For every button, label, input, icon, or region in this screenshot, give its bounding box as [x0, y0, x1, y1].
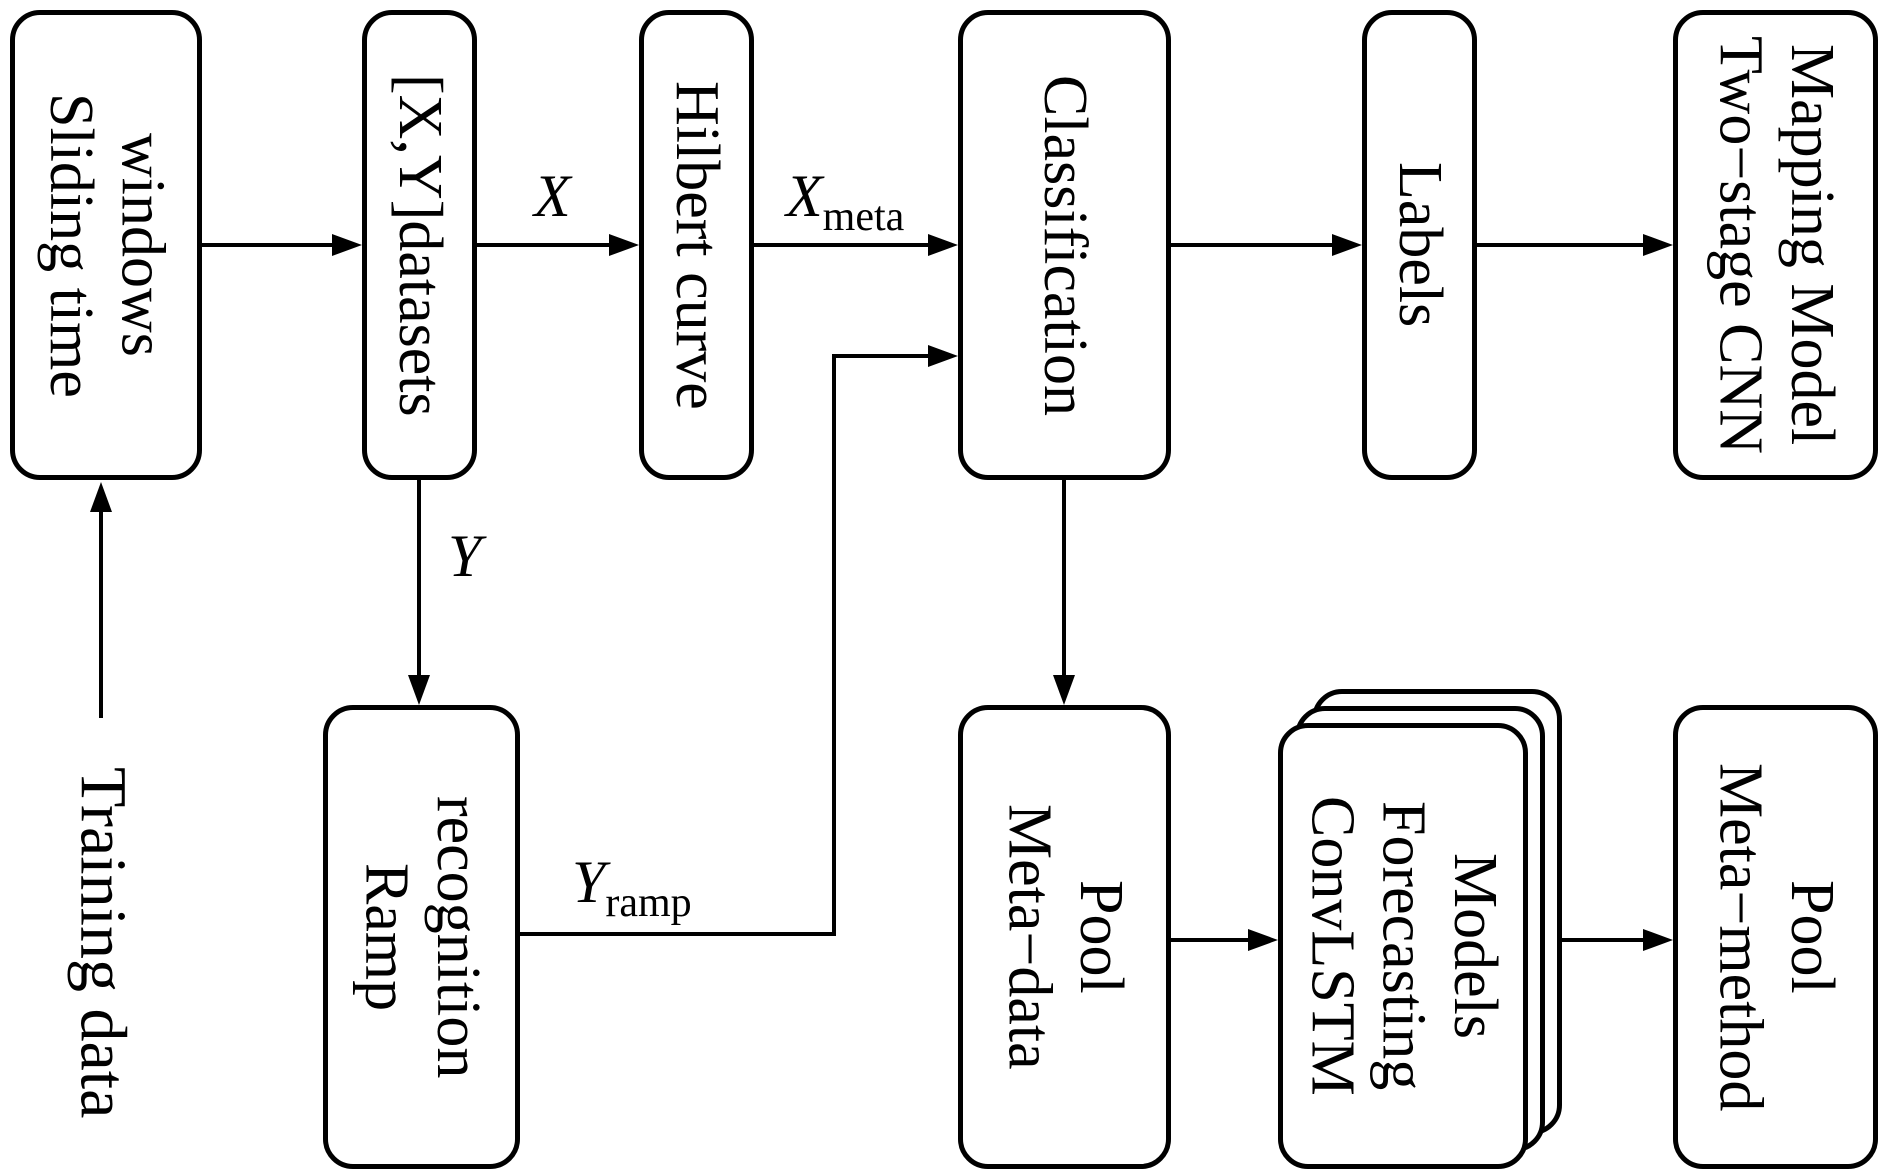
box-ramp-recognition: Ramp recognition	[323, 705, 520, 1169]
arrow-labels-to-cnn-line	[1476, 243, 1645, 247]
arrow-convlstm-to-metamethod-head	[1643, 929, 1673, 951]
box-xy-datasets-label: [X,Y]datasets	[386, 73, 455, 417]
edge-label-y-ramp-sub: ramp	[605, 880, 692, 926]
box-labels-label: Labels	[1386, 162, 1455, 328]
arrow-ramp-to-classification-hsegment	[518, 932, 836, 936]
edge-label-y-ramp-base: Y	[572, 849, 606, 915]
edge-label-x-text: X	[534, 163, 571, 229]
arrow-ramp-to-classification-top-segment	[832, 354, 930, 358]
edge-label-y: Y	[448, 522, 481, 591]
edge-label-x-meta: Xmeta	[786, 162, 904, 241]
arrow-hilbert-to-classification-line	[753, 243, 930, 247]
edge-label-y-ramp: Yramp	[572, 848, 692, 927]
box-hilbert-curve-label: Hilbert curve	[663, 80, 732, 410]
edge-label-x: X	[534, 162, 571, 231]
arrow-datasets-to-ramp-head	[408, 675, 430, 705]
box-sliding-time-windows: Sliding time windows	[10, 10, 202, 480]
arrow-datasets-to-hilbert-head	[609, 234, 639, 256]
arrow-ramp-to-classification-head	[928, 345, 958, 367]
arrow-training-to-sliding-line	[99, 508, 103, 718]
arrow-metadata-to-convlstm-head	[1248, 929, 1278, 951]
arrow-sliding-to-datasets-head	[332, 234, 362, 256]
arrow-datasets-to-hilbert-line	[476, 243, 611, 247]
arrow-classification-to-labels-head	[1332, 234, 1362, 256]
box-meta-data-pool-label: Meta−data Pool	[995, 804, 1135, 1070]
arrow-ramp-to-classification-riser	[832, 354, 836, 936]
edge-label-training-data-text: Training data	[66, 766, 140, 1119]
box-two-stage-cnn-mapping-model-label: Two−stage CNN Mapping Model	[1706, 35, 1846, 455]
arrow-classification-to-metadata-line	[1062, 480, 1066, 677]
box-ramp-recognition-label: Ramp recognition	[352, 795, 492, 1079]
arrow-metadata-to-convlstm-line	[1170, 938, 1250, 942]
arrow-hilbert-to-classification-head	[928, 234, 958, 256]
arrow-sliding-to-datasets-line	[201, 243, 334, 247]
edge-label-training-data: Training data	[20, 715, 185, 1170]
box-two-stage-cnn-mapping-model: Two−stage CNN Mapping Model	[1673, 10, 1878, 480]
box-xy-datasets: [X,Y]datasets	[362, 10, 477, 480]
box-convlstm-forecasting-models-label: ConvLSTM Forecasting Models	[1298, 796, 1509, 1096]
box-classification: Classification	[958, 10, 1171, 480]
arrow-classification-to-labels-line	[1170, 243, 1334, 247]
arrow-convlstm-to-metamethod-line	[1561, 938, 1645, 942]
arrow-classification-to-metadata-head	[1053, 675, 1075, 705]
box-hilbert-curve: Hilbert curve	[639, 10, 754, 480]
box-meta-method-pool-label: Meta−method Pool	[1706, 762, 1846, 1112]
edge-label-y-text: Y	[448, 523, 482, 589]
arrow-training-to-sliding-head	[90, 482, 112, 512]
box-labels: Labels	[1362, 10, 1477, 480]
box-classification-label: Classification	[1031, 74, 1100, 416]
edge-label-x-meta-base: X	[786, 163, 823, 229]
edge-label-x-meta-sub: meta	[822, 194, 905, 240]
arrow-datasets-to-ramp-line	[417, 480, 421, 677]
box-meta-method-pool: Meta−method Pool	[1673, 705, 1878, 1169]
box-convlstm-forecasting-models: ConvLSTM Forecasting Models	[1278, 723, 1528, 1169]
box-meta-data-pool: Meta−data Pool	[958, 705, 1171, 1169]
arrow-labels-to-cnn-head	[1643, 234, 1673, 256]
box-sliding-time-windows-label: Sliding time windows	[37, 92, 177, 398]
